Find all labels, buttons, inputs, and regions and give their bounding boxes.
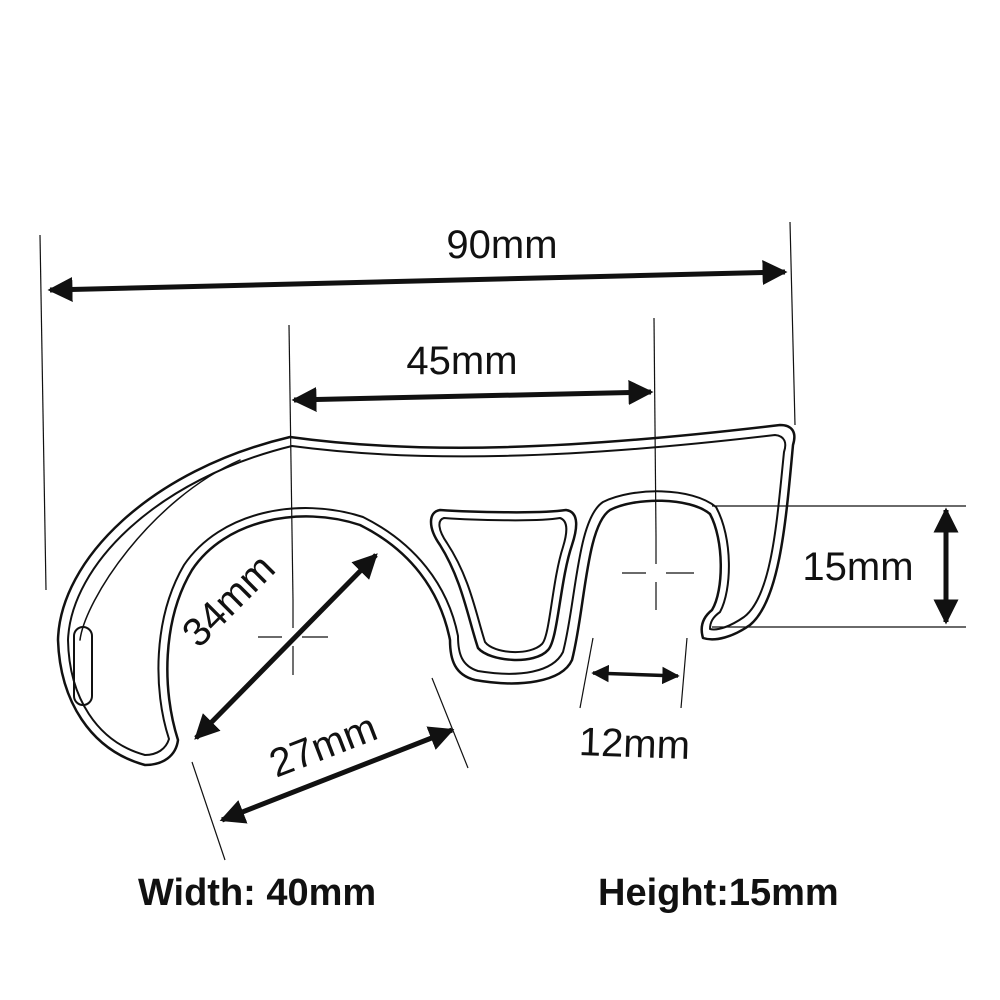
arrow-45mm — [291, 380, 654, 412]
label-34mm: 34mm — [174, 546, 284, 656]
caption-height: Height:15mm — [598, 872, 839, 914]
ext-27-left — [191, 761, 226, 861]
ext-right — [789, 221, 796, 426]
dimension-labels: 90mm 45mm 34mm 27mm 15mm 12mm — [174, 223, 914, 786]
ext-45-left — [288, 324, 294, 601]
finger-window-inner — [438, 517, 568, 654]
hook-inner-contour — [67, 434, 787, 756]
hook-outline — [56, 423, 796, 767]
ext-27-right — [431, 677, 469, 769]
arrow-12mm — [591, 664, 680, 685]
dimension-arrows — [47, 260, 959, 824]
ext-left — [39, 234, 47, 591]
ext-12-right — [680, 637, 688, 709]
hook-edge-bevel — [79, 459, 241, 641]
label-90mm: 90mm — [446, 223, 557, 267]
label-27mm: 27mm — [264, 705, 384, 786]
arrow-34mm — [194, 553, 378, 740]
arrow-90mm — [47, 260, 788, 302]
hook-outer-contour — [56, 423, 796, 767]
finger-window-outer — [429, 508, 578, 662]
ext-12-left — [579, 637, 594, 709]
label-15mm: 15mm — [802, 545, 913, 589]
caption-width: Width: 40mm — [138, 872, 377, 914]
extension-lines — [39, 221, 966, 861]
ext-45-right — [653, 317, 657, 537]
side-slot — [73, 626, 93, 706]
arrow-27mm — [219, 726, 455, 824]
small-hook-center-mark — [622, 536, 694, 610]
label-45mm: 45mm — [406, 339, 517, 383]
label-12mm: 12mm — [578, 720, 691, 768]
